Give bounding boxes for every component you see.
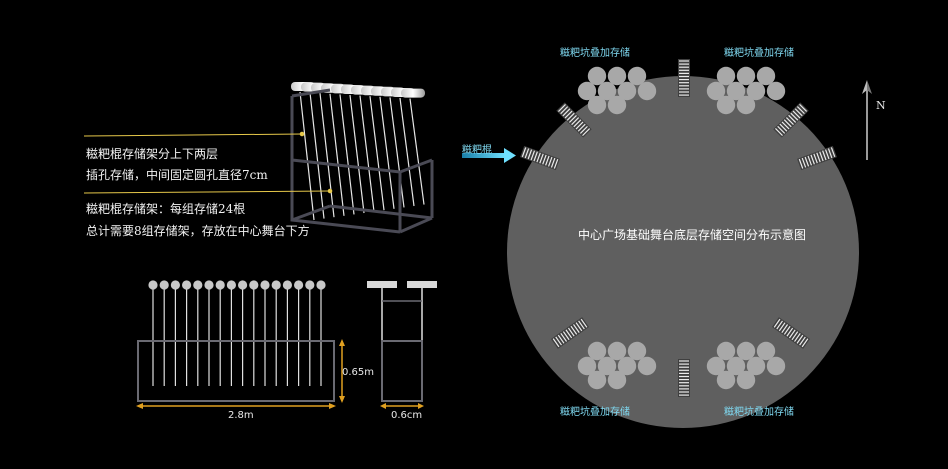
pit-circle xyxy=(766,356,786,376)
pit-circle xyxy=(607,95,627,115)
rack-rod xyxy=(359,95,375,212)
dimension-width-front: 2.8m xyxy=(228,410,254,421)
rod-head xyxy=(193,280,203,290)
pit-label-top-left: 糍粑坑叠加存储 xyxy=(560,48,630,59)
pit-circle xyxy=(587,341,607,361)
pit-circle xyxy=(736,341,756,361)
pit-circle xyxy=(637,81,657,101)
pit-circle xyxy=(587,370,607,390)
pit-circle xyxy=(726,81,746,101)
pit-circle xyxy=(627,66,647,86)
rack-rod xyxy=(339,94,355,215)
rod-head xyxy=(260,280,270,290)
pit-circle xyxy=(756,66,776,86)
plan-rack xyxy=(520,145,560,171)
rod-head xyxy=(401,88,425,98)
pit-circle xyxy=(587,66,607,86)
pit-circle xyxy=(716,66,736,86)
pit-circle xyxy=(607,341,627,361)
rack-rod xyxy=(369,96,385,211)
pit-label-bottom-left: 糍粑坑叠加存储 xyxy=(560,407,630,418)
rack-rod xyxy=(349,94,365,214)
pit-circle xyxy=(756,341,776,361)
pit-circle xyxy=(736,95,756,115)
plan-rack xyxy=(771,317,811,349)
pit-circle xyxy=(736,370,756,390)
pit-circle xyxy=(577,81,597,101)
rack-front-view xyxy=(136,280,345,409)
rack-rod xyxy=(329,93,345,216)
rod-head xyxy=(148,280,158,290)
dimension-width-side: 0.6cm xyxy=(391,410,423,421)
pit-circle xyxy=(617,356,637,376)
guide-lines xyxy=(83,131,333,194)
pit-circle xyxy=(607,66,627,86)
rack-rod xyxy=(409,98,425,205)
pit-circle xyxy=(627,341,647,361)
pit-circle xyxy=(766,81,786,101)
pit-circle xyxy=(587,95,607,115)
rod-head xyxy=(170,280,180,290)
rod-head xyxy=(204,280,214,290)
rod-head xyxy=(215,280,225,290)
rod-head xyxy=(238,280,248,290)
rack-rod xyxy=(389,97,405,208)
rod-head xyxy=(271,280,281,290)
rod-head xyxy=(305,280,315,290)
rack-rod xyxy=(399,97,415,207)
plan-title: 中心广场基础舞台底层存储空间分布示意图 xyxy=(578,228,807,242)
pit-circle xyxy=(607,370,627,390)
pit-circle xyxy=(577,356,597,376)
rod-head xyxy=(226,280,236,290)
pit-circle xyxy=(637,356,657,376)
pit-circle xyxy=(706,81,726,101)
annotation-line-4: 总计需要8组存储架，存放在中心舞台下方 xyxy=(86,224,310,238)
stage-plan xyxy=(507,59,859,428)
pit-circle xyxy=(736,66,756,86)
rod-head xyxy=(159,280,169,290)
annotation-line-1: 糍粑棍存储架分上下两层 xyxy=(86,147,219,161)
plan-rack xyxy=(678,359,690,397)
plan-rack xyxy=(797,145,837,171)
rack-3d-illustration xyxy=(290,82,434,234)
pit-circle xyxy=(716,341,736,361)
rack-rod xyxy=(309,92,325,219)
stick-label: 糍粑棍 xyxy=(462,145,492,156)
stick-entry-arrow xyxy=(462,148,516,163)
plan-rack xyxy=(556,102,592,138)
plan-rack xyxy=(678,59,690,97)
pit-circle xyxy=(746,356,766,376)
pit-circle xyxy=(706,356,726,376)
pit-label-bottom-right: 糍粑坑叠加存储 xyxy=(724,407,794,418)
stage-base-circle xyxy=(507,76,859,428)
rack-rod xyxy=(299,91,315,221)
pit-circle xyxy=(716,95,736,115)
pit-circle xyxy=(597,356,617,376)
annotation-line-2: 插孔存储，中间固定圆孔直径7cm xyxy=(86,168,268,182)
dimension-height: 0.65m xyxy=(342,367,375,378)
rod-head xyxy=(316,280,326,290)
rod-head xyxy=(182,280,192,290)
rack-side-view xyxy=(367,281,437,409)
pit-circle xyxy=(597,81,617,101)
north-arrow-icon xyxy=(862,80,872,160)
plan-rack xyxy=(773,102,809,138)
north-label: N xyxy=(876,99,886,112)
rod-head xyxy=(294,280,304,290)
rod-head xyxy=(249,280,259,290)
pit-circle xyxy=(617,81,637,101)
pit-circle xyxy=(726,356,746,376)
pit-circle xyxy=(746,81,766,101)
annotation-line-3: 糍粑棍存储架：每组存储24根 xyxy=(86,202,246,216)
pit-circle xyxy=(716,370,736,390)
plan-rack xyxy=(550,317,590,349)
rod-head xyxy=(282,280,292,290)
pit-label-top-right: 糍粑坑叠加存储 xyxy=(724,48,794,59)
rack-rod xyxy=(319,93,335,218)
rack-rod xyxy=(379,96,395,209)
